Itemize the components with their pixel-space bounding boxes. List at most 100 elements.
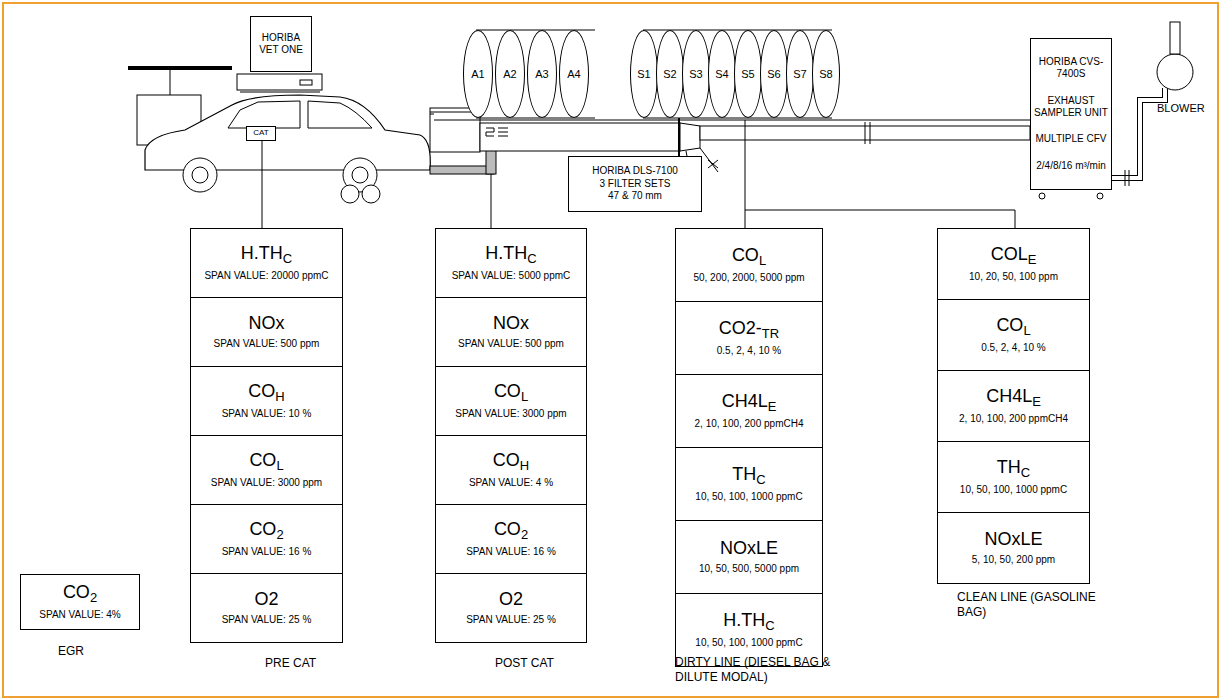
blower-duct [1112, 88, 1165, 178]
span-value: SPAN VALUE: 4% [39, 609, 120, 621]
caption-label: POST CAT [495, 656, 575, 671]
exhaust-pipe [430, 166, 494, 174]
analyzer-suffix: L [1023, 323, 1030, 338]
equipment-box: HORIBA CVS-7400S EXHAUST SAMPLER UNIT MULT… [1030, 38, 1112, 190]
analyzer-box: COLE10, 20, 50, 100 ppm [937, 228, 1090, 300]
span-value: SPAN VALUE: 500 ppm [458, 338, 564, 350]
bag-label: A4 [567, 68, 580, 80]
analyzer-name: NOxLE [720, 538, 778, 558]
bag-label: S7 [793, 68, 806, 80]
equipment-text: 3 FILTER SETS [600, 178, 671, 191]
equipment-text: MULTIPLE CFV [1036, 133, 1107, 146]
probe-symbol [486, 128, 508, 136]
span-value: SPAN VALUE: 20000 ppmC [204, 270, 328, 282]
span-value: SPAN VALUE: 25 % [222, 614, 312, 626]
analyzer-suffix: L [759, 253, 766, 268]
sample-bag: S4 [708, 30, 736, 118]
analyzer-suffix: C [765, 618, 774, 633]
equipment-text: HORIBA CVS-7400S [1034, 56, 1108, 81]
analyzer-suffix: 2 [521, 527, 528, 542]
equipment-text: HORIBA VET ONE [254, 32, 308, 57]
analyzer-name: NOx [493, 313, 529, 333]
exhaust-pipe [486, 148, 496, 174]
analyzer-name: CH4L [722, 391, 768, 411]
post-cat-sample-line [491, 174, 492, 228]
analyzer-box: CO2SPAN VALUE: 16 % [190, 504, 343, 574]
span-value: SPAN VALUE: 10 % [222, 408, 312, 420]
analyzer-name: COL [991, 244, 1028, 264]
flange [870, 122, 871, 144]
analyzer-name: NOxLE [984, 529, 1042, 549]
sample-bag: A2 [495, 30, 525, 118]
bag-label: S2 [663, 68, 676, 80]
analyzer-box: O2SPAN VALUE: 25 % [435, 573, 587, 643]
analyzer-name: CO [996, 315, 1023, 335]
span-value: 0.5, 2, 4, 10 % [981, 342, 1046, 354]
analyzer-box: COL50, 200, 2000, 5000 ppm [675, 228, 823, 302]
span-value: SPAN VALUE: 4 % [469, 477, 553, 489]
sample-bag: S5 [734, 30, 762, 118]
caster [1039, 193, 1045, 199]
analyzer-suffix: TR [762, 326, 779, 341]
bag-label: S5 [741, 68, 754, 80]
catalyst-box: CAT [246, 126, 276, 141]
front-wheel [183, 158, 217, 192]
pre-cat-sample-line [262, 140, 263, 228]
analyzer-box: NOxSPAN VALUE: 500 ppm [435, 297, 587, 367]
caster [1097, 193, 1103, 199]
rear-hub [352, 167, 368, 183]
span-value: SPAN VALUE: 16 % [222, 546, 312, 558]
blower-symbol [1157, 54, 1193, 90]
bag-rack [643, 30, 832, 118]
analyzer-box: CO2SPAN VALUE: 4% [20, 574, 140, 630]
analyzer-suffix: H [520, 458, 529, 473]
analyzer-suffix: E [1032, 394, 1041, 409]
analyzer-box: CH4LE2, 10, 100, 200 ppmCH4 [675, 374, 823, 448]
bag-label: S4 [715, 68, 728, 80]
analyzer-name: CO [494, 381, 521, 401]
analyzer-name: CO [494, 519, 521, 539]
equipment-text: HORIBA DLS-7100 [592, 165, 678, 178]
analyzer-box: O2SPAN VALUE: 25 % [190, 573, 343, 643]
caption-label: BLOWER [1157, 102, 1221, 116]
analyzer-box: H.THCSPAN VALUE: 20000 ppmC [190, 228, 343, 298]
analyzer-name: CO [249, 450, 276, 470]
analyzer-name: H.TH [723, 610, 765, 630]
dyno-roller [341, 185, 359, 203]
sample-bag: S7 [786, 30, 814, 118]
equipment-text: 2/4/8/16 m³/min [1036, 160, 1105, 173]
analyzer-name: H.TH [485, 243, 527, 263]
equipment-text: EXHAUST SAMPLER UNIT [1034, 95, 1108, 120]
analyzer-name: O2 [254, 589, 278, 609]
span-value: SPAN VALUE: 500 ppm [214, 338, 320, 350]
dirty-sample-line [745, 120, 746, 228]
span-value: 2, 10, 100, 200 ppmCH4 [695, 418, 804, 430]
caption-label: PRE CAT [265, 656, 345, 671]
flange [1125, 170, 1126, 186]
analyzer-box: COHSPAN VALUE: 4 % [435, 435, 587, 505]
keyboard [240, 92, 320, 93]
analyzer-suffix: C [283, 251, 292, 266]
computer-base [237, 74, 322, 90]
blower-outlet [1170, 22, 1180, 54]
fan-post [170, 68, 171, 95]
analyzer-box: NOxLE 10, 50, 500, 5000 ppm [675, 520, 823, 594]
analyzer-box: CO2-TR0.5, 2, 4, 10 % [675, 301, 823, 375]
sample-bag: S2 [656, 30, 684, 118]
span-value: SPAN VALUE: 3000 ppm [455, 408, 566, 420]
analyzer-box: THC10, 50, 100, 1000 ppmC [937, 441, 1090, 513]
analyzer-box: NOxLE5, 10, 50, 200 ppm [937, 512, 1090, 584]
bag-label: S6 [767, 68, 780, 80]
analyzer-box: CO2SPAN VALUE: 16 % [435, 504, 587, 574]
sample-bag: S3 [682, 30, 710, 118]
span-value: 10, 50, 500, 5000 ppm [699, 563, 799, 575]
sample-bag: A3 [527, 30, 557, 118]
analyzer-box: CH4LE2, 10, 100, 200 ppmCH4 [937, 370, 1090, 442]
dilution-tunnel [480, 123, 680, 151]
equipment-text: CAT [253, 128, 269, 138]
blower-duct [1112, 88, 1165, 178]
analyzer-name: O2 [499, 589, 523, 609]
span-value: SPAN VALUE: 3000 ppm [211, 477, 322, 489]
span-value: 0.5, 2, 4, 10 % [717, 345, 782, 357]
analyzer-suffix: L [521, 389, 528, 404]
